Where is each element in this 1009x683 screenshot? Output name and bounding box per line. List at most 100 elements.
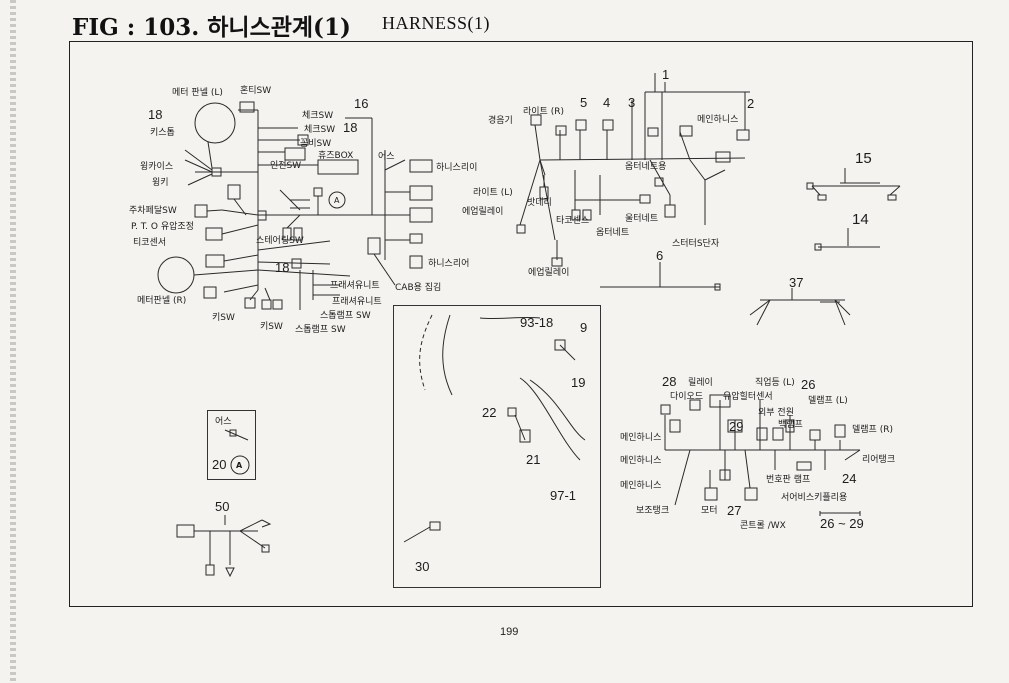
- label-air-relay-2: 에업릴레이: [528, 268, 570, 278]
- label-service-coupler: 서어비스키플리용: [781, 493, 848, 503]
- ref-3: 3: [628, 95, 636, 110]
- label-tail-lamp-l: 델램프 (L): [808, 396, 848, 406]
- label-diode: 다이오드: [670, 392, 704, 402]
- ref-22: 22: [482, 405, 497, 420]
- ref-4: 4: [603, 95, 611, 110]
- diagram-frame: [69, 41, 973, 607]
- label-meter-panel-l: 메터 판넬 (L): [172, 88, 223, 98]
- ref-2: 2: [747, 96, 755, 111]
- label-harness-relay-2: 하니스리어: [428, 259, 470, 269]
- label-pto-oil-adjust: P. T. O 유압조정: [131, 222, 194, 232]
- right-harness-wires: [749, 182, 901, 326]
- inset-drawing: [403, 314, 586, 543]
- label-key-sw-2: 키SW: [260, 322, 283, 332]
- ref-50: 50: [215, 499, 230, 514]
- earth-box-mark: A: [236, 461, 243, 470]
- ref-19: 19: [571, 375, 586, 390]
- label-aux-tank: 보조탱크: [636, 506, 670, 516]
- label-check-sw-1: 체크SW: [302, 111, 334, 121]
- label-key-sw-1: 키SW: [212, 313, 235, 323]
- ref-27: 27: [727, 503, 742, 518]
- label-earth-top: 어스: [378, 152, 395, 162]
- figure-subtitle: HARNESS(1): [382, 13, 491, 33]
- label-check-sw-2: 체크SW: [304, 125, 336, 135]
- ref-16: 16: [354, 96, 369, 111]
- earth-box-drawing: [224, 429, 250, 475]
- ref-15: 15: [855, 150, 872, 167]
- figure-title: FIG : 103. 하니스관계(1): [72, 14, 351, 41]
- reference-brackets: [654, 73, 861, 516]
- label-oil-meter: 옵터네트용: [625, 162, 667, 172]
- ref-18-b: 18: [343, 120, 358, 135]
- ref-5: 5: [580, 95, 588, 110]
- label-main-harness-1: 메인하니스: [620, 433, 662, 443]
- label-winker-case: 윙카이스: [140, 162, 174, 172]
- label-main-harness-3: 메인하니스: [620, 481, 662, 491]
- label-fuse-box: 휴즈BOX: [318, 151, 354, 161]
- label-tacho-sensor: 티코센서: [133, 238, 167, 248]
- label-tacho-sens: 타코센스: [556, 216, 590, 226]
- label-oil-net-2: 옵터네트: [596, 228, 630, 238]
- label-horn-sw: 혼티SW: [240, 86, 272, 96]
- ref-26: 26: [801, 377, 816, 392]
- label-harness-relay-1: 하니스리이: [436, 163, 478, 173]
- label-buzzer-sw: 꼼비SW: [300, 139, 332, 149]
- meter-panel-r-circle: [157, 256, 195, 294]
- ref-6: 6: [656, 248, 664, 263]
- page-number: 199: [500, 626, 519, 638]
- earth-a-mark: A: [334, 196, 340, 205]
- label-starter-terminal: 스터터S단자: [672, 239, 720, 249]
- label-key-stop: 키스톱: [150, 128, 175, 138]
- ref-24: 24: [842, 471, 857, 486]
- center-harness-wires: [516, 91, 750, 291]
- inset-detail-box: [393, 305, 601, 588]
- label-main-harness-2: 메인하니스: [620, 456, 662, 466]
- ref-26-29: 26 ~ 29: [820, 516, 864, 531]
- ref-93-18: 93-18: [520, 315, 554, 330]
- label-parking-pedal-sw: 주차페달SW: [129, 206, 177, 216]
- label-relay: 릴레이: [688, 378, 713, 388]
- ref-1: 1: [662, 67, 670, 82]
- label-work-light-l: 직업등 (L): [755, 378, 795, 388]
- label-ext-power: 외부 전원: [758, 408, 794, 418]
- label-air-relay-1: 에업릴레이: [462, 207, 504, 217]
- label-pressure-unit-2: 프래셔유니트: [332, 297, 382, 307]
- ref-21: 21: [526, 452, 541, 467]
- label-main-harness: 메인하니스: [697, 115, 739, 125]
- ref-28: 28: [662, 374, 677, 389]
- ref-14: 14: [852, 211, 869, 228]
- label-meter-panel-r: 메터판넬 (R): [137, 296, 187, 306]
- label-pressure-unit-1: 프래셔유니트: [330, 281, 380, 291]
- ref-29: 29: [729, 419, 744, 434]
- meter-panel-l-circle: [194, 102, 236, 144]
- label-motor: 모터: [701, 506, 718, 516]
- label-oil-temp-sensor: 유압힐터센서: [723, 392, 773, 402]
- earth-box-ref: 20: [212, 457, 227, 472]
- label-winker: 윙키: [152, 178, 169, 188]
- label-battery: 밧데리: [527, 198, 552, 208]
- ref-97-1: 97-1: [550, 488, 577, 503]
- label-oil-net-1: 울터네트: [625, 214, 659, 224]
- label-horn: 경음기: [488, 116, 513, 126]
- ref-37: 37: [789, 275, 804, 290]
- label-tail-lamp-r: 델램프 (R): [852, 425, 893, 435]
- ref-9: 9: [580, 320, 588, 335]
- earth-box-label: 어스: [215, 417, 232, 427]
- label-cab-connector: CAB용 집김: [395, 283, 442, 293]
- binding-holes: [10, 0, 16, 683]
- label-stop-lamp-sw-2: 스톱램프 SW: [295, 325, 346, 335]
- bottom-right-harness-wires: [660, 394, 861, 514]
- ref-18-c: 18: [275, 260, 290, 275]
- connector-50-drawing: [176, 515, 272, 578]
- left-harness-wires: [157, 101, 433, 310]
- label-steering-sw: 스테어링SW: [256, 236, 304, 246]
- label-rear-tank: 리어탱크: [862, 455, 896, 465]
- ref-18-top: 18: [148, 107, 163, 122]
- ref-30: 30: [415, 559, 430, 574]
- label-controller-wx: 콘트롤 /WX: [740, 521, 786, 531]
- label-safety-sw: 인전SW: [270, 161, 302, 171]
- label-stop-lamp-sw-1: 스톱램프 SW: [320, 311, 371, 321]
- label-number-plate-lamp: 번호판 램프: [766, 475, 811, 485]
- earth-detail-box: [207, 410, 256, 480]
